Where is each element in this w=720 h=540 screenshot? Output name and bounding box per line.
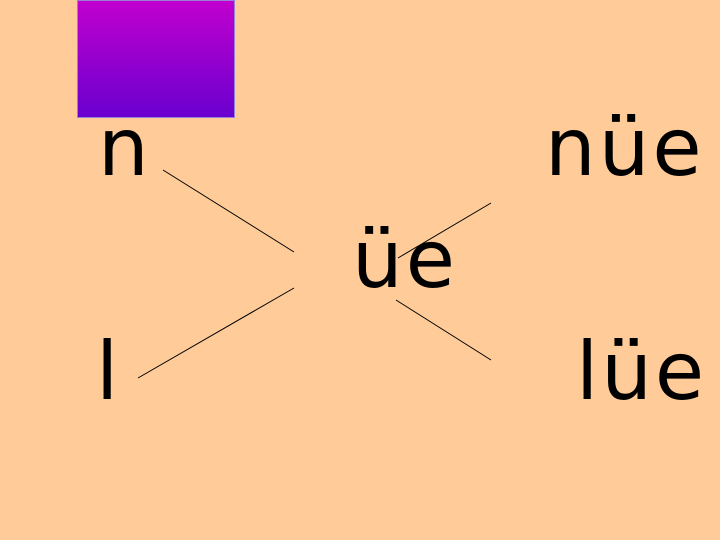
gradient-square xyxy=(77,0,235,118)
syllable-lue-label: lüe xyxy=(576,325,708,418)
connector-n-to-ue xyxy=(162,169,295,253)
connector-l-to-ue xyxy=(137,287,295,379)
final-ue-label: üe xyxy=(352,213,458,306)
initial-n-label: n xyxy=(98,101,152,194)
initial-l-label: l xyxy=(96,325,122,418)
connector-ue-to-nue xyxy=(397,202,492,259)
syllable-nue-label: nüe xyxy=(545,101,705,194)
connector-ue-to-lue xyxy=(395,299,492,361)
